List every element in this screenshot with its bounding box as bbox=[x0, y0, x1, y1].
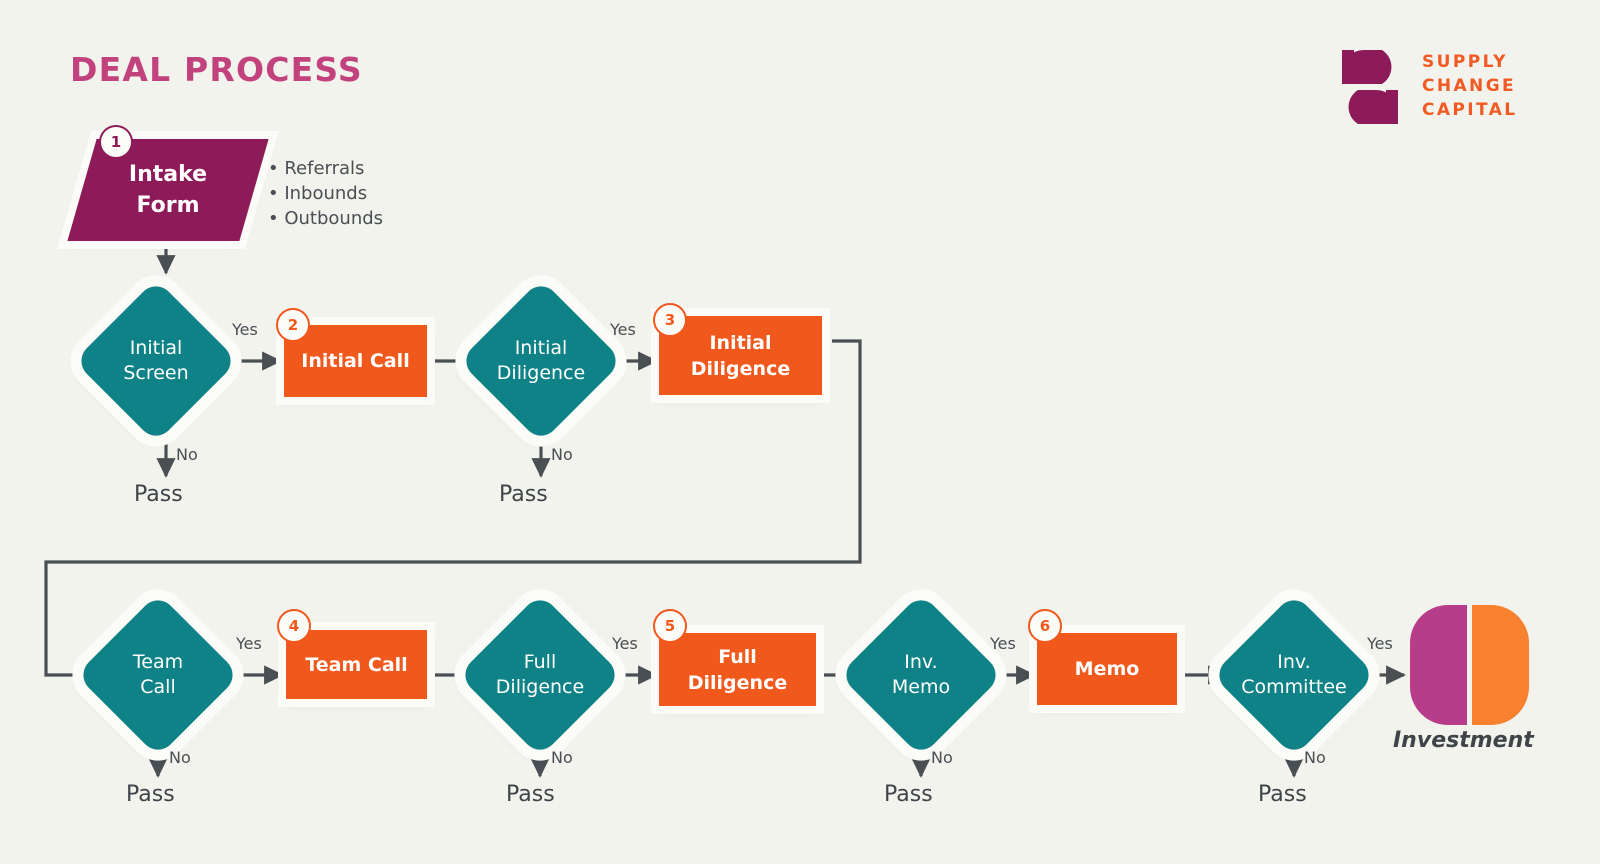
node-inv-memo-label: Inv. Memo bbox=[845, 599, 997, 751]
node-line-2: Diligence bbox=[687, 671, 788, 694]
edge-label-no: No bbox=[551, 748, 573, 767]
node-line-1: Team Call bbox=[305, 653, 408, 676]
node-full-diligence-action[interactable]: Full Diligence bbox=[659, 633, 816, 706]
node-line-1: Initial Call bbox=[301, 350, 410, 372]
edge-label-yes: Yes bbox=[990, 634, 1016, 653]
outcome-pass: Pass bbox=[126, 782, 175, 807]
logo-line-3: CAPITAL bbox=[1422, 100, 1518, 120]
node-line-2: Diligence bbox=[495, 676, 585, 698]
node-inv-committee-decision[interactable]: Inv. Committee bbox=[1211, 592, 1377, 758]
step-badge-4: 4 bbox=[277, 609, 311, 643]
node-full-diligence-decision[interactable]: Full Diligence bbox=[457, 592, 623, 758]
intake-form-line-1: Intake bbox=[128, 162, 208, 187]
node-line-2: Screen bbox=[123, 362, 189, 384]
investment-leaf-right bbox=[1472, 605, 1529, 725]
list-item: • Outbounds bbox=[268, 208, 384, 229]
node-full-diligence-label: Full Diligence bbox=[464, 599, 616, 751]
logo-line-1: SUPPLY bbox=[1422, 52, 1508, 72]
edge-label-no: No bbox=[931, 748, 953, 767]
step-badge-1: 1 bbox=[99, 125, 133, 159]
node-initial-diligence-label: Initial Diligence bbox=[465, 285, 617, 437]
node-line-2: Call bbox=[140, 676, 176, 698]
intake-form-line-2: Form bbox=[136, 193, 200, 218]
outcome-pass: Pass bbox=[499, 482, 548, 507]
step-badge-5: 5 bbox=[653, 609, 687, 643]
node-team-call-label: Team Call bbox=[82, 599, 234, 751]
node-line-1: Initial bbox=[709, 331, 772, 354]
edge-label-yes: Yes bbox=[610, 320, 636, 339]
node-line-1: Inv. bbox=[1277, 651, 1311, 673]
logo-wordmark: SUPPLY CHANGE CAPITAL bbox=[1422, 50, 1517, 122]
node-line-2: Memo bbox=[891, 676, 951, 698]
edge-label-no: No bbox=[1304, 748, 1326, 767]
list-item: • Referrals bbox=[268, 158, 365, 179]
node-line-1: Full bbox=[523, 651, 557, 673]
node-line-2: Committee bbox=[1241, 676, 1347, 698]
outcome-pass: Pass bbox=[506, 782, 555, 807]
node-team-call-action[interactable]: Team Call bbox=[286, 630, 427, 699]
page-title: DEAL PROCESS bbox=[70, 50, 363, 89]
node-line-1: Memo bbox=[1074, 658, 1140, 680]
node-initial-call[interactable]: Initial Call bbox=[284, 325, 427, 397]
edge-label-no: No bbox=[176, 445, 198, 464]
node-line-1: Full bbox=[718, 645, 757, 668]
investment-outcome-label: Investment bbox=[1393, 728, 1534, 753]
edge-label-no: No bbox=[551, 445, 573, 464]
node-inv-memo-decision[interactable]: Inv. Memo bbox=[838, 592, 1004, 758]
node-line-1: Initial bbox=[129, 337, 183, 359]
step-badge-6: 6 bbox=[1028, 609, 1062, 643]
node-memo-action[interactable]: Memo bbox=[1037, 633, 1177, 705]
node-initial-diligence-decision[interactable]: Initial Diligence bbox=[458, 278, 624, 444]
outcome-pass: Pass bbox=[884, 782, 933, 807]
list-item: • Inbounds bbox=[268, 183, 368, 204]
edge-label-no: No bbox=[169, 748, 191, 767]
node-initial-diligence-action[interactable]: Initial Diligence bbox=[659, 316, 822, 395]
edge-label-yes: Yes bbox=[236, 634, 262, 653]
node-line-1: Initial bbox=[514, 337, 568, 359]
edge-label-yes: Yes bbox=[612, 634, 638, 653]
edge-label-yes: Yes bbox=[1367, 634, 1393, 653]
intake-form-label: Intake Form bbox=[82, 139, 254, 241]
node-line-2: Diligence bbox=[690, 357, 791, 380]
node-line-1: Inv. bbox=[904, 651, 938, 673]
investment-outcome-mark bbox=[1410, 605, 1530, 725]
edge-label-yes: Yes bbox=[232, 320, 258, 339]
intake-sources-list: • Referrals • Inbounds • Outbounds bbox=[268, 156, 383, 231]
node-line-2: Diligence bbox=[496, 362, 586, 384]
node-initial-screen[interactable]: Initial Screen bbox=[73, 278, 239, 444]
company-logo: SUPPLY CHANGE CAPITAL bbox=[1330, 42, 1560, 132]
node-team-call-decision[interactable]: Team Call bbox=[75, 592, 241, 758]
step-badge-3: 3 bbox=[653, 303, 687, 337]
step-badge-2: 2 bbox=[276, 308, 310, 342]
outcome-pass: Pass bbox=[1258, 782, 1307, 807]
node-inv-committee-label: Inv. Committee bbox=[1218, 599, 1370, 751]
logo-line-2: CHANGE bbox=[1422, 76, 1517, 96]
node-line-1: Team bbox=[132, 651, 184, 673]
supply-change-capital-s-mark bbox=[1342, 50, 1398, 124]
investment-leaf-left bbox=[1410, 605, 1467, 725]
outcome-pass: Pass bbox=[134, 482, 183, 507]
node-initial-screen-label: Initial Screen bbox=[80, 285, 232, 437]
